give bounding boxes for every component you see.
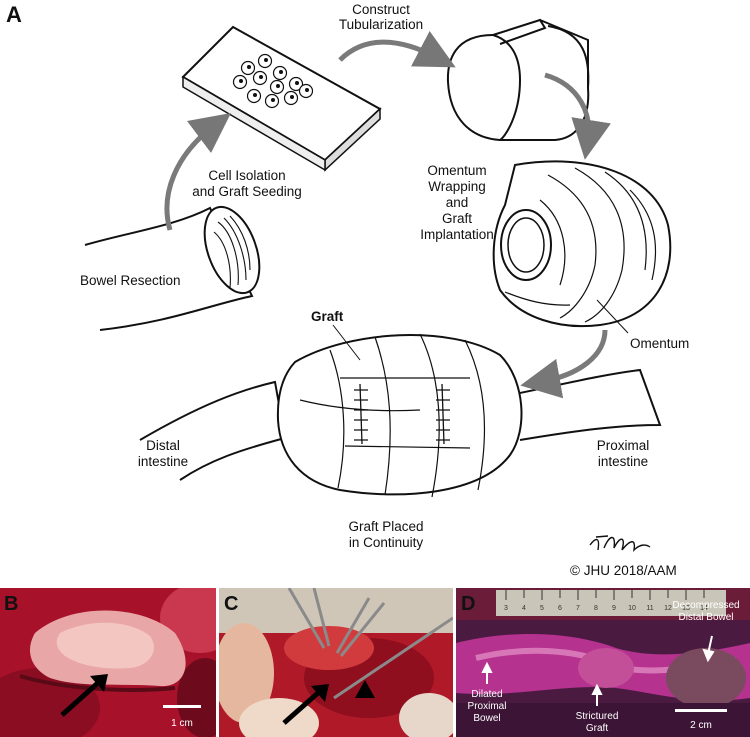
ruler-mark-7: 10 [628,605,636,612]
panel-b-scale-label: 1 cm [171,718,193,729]
arrow-tubularization-to-wrapping [544,72,611,160]
label-decompressed-2: Distal Bowel [678,612,733,623]
label-proximal-2: intestine [598,454,648,469]
ruler-mark-10: 13 [682,605,690,612]
omentum-wrapped-implant [492,160,672,328]
label-dilated-1: Dilated [471,689,502,700]
panel-c-letter: C [224,593,238,615]
label-tubularization: Tubularization [339,17,423,32]
ruler-mark-1: 4 [522,605,526,612]
label-graft-seeding: and Graft Seeding [192,184,302,199]
panel-a-letter: A [6,2,22,27]
ruler-mark-0: 3 [504,605,508,612]
seeded-cells [232,53,314,109]
suture-line-right [436,383,450,445]
graft-in-continuity [139,333,662,498]
ruler-mark-9: 12 [664,605,672,612]
suture-line-left [354,383,368,445]
panel-c-photo: C [219,588,453,737]
forceps [287,588,453,700]
panel-b-photo: 1 cm B [0,588,216,737]
panel-a-schematic: A [6,2,689,578]
ruler-mark-3: 6 [558,605,562,612]
panel-d-photo: 3 4 5 6 7 8 9 10 11 12 13 14 Decompres [456,588,750,737]
resected-bowel [84,205,261,331]
label-cell-isolation: Cell Isolation [208,168,285,183]
label-construct: Construct [352,2,410,17]
copyright-text: © JHU 2018/AAM [570,563,677,578]
label-graft: Graft [311,309,344,324]
graft-leader [332,324,361,361]
label-omentum-wrapping-5: Implantation [420,227,494,242]
label-continuity-1: Graft Placed [348,519,423,534]
label-dilated-3: Bowel [473,713,500,724]
ruler-mark-11: 14 [700,605,708,612]
label-proximal-1: Proximal [597,438,650,453]
arrow-resection-to-seeding [164,112,231,231]
label-continuity-2: in Continuity [349,535,424,550]
label-omentum: Omentum [630,336,689,351]
label-omentum-wrapping-2: Wrapping [428,179,486,194]
ruler: 3 4 5 6 7 8 9 10 11 12 13 14 [496,590,726,616]
artist-signature [589,535,651,553]
panel-d-letter: D [461,593,475,615]
omentum-leader [596,299,629,334]
ruler-mark-6: 9 [612,605,616,612]
ruler-mark-2: 5 [540,605,544,612]
process-arrows [164,30,611,399]
panel-d-arrows [481,635,715,706]
label-distal-2: intestine [138,454,188,469]
ruler-mark-4: 7 [576,605,580,612]
ruler-mark-5: 8 [594,605,598,612]
label-bowel-resection: Bowel Resection [80,273,181,288]
label-decompressed-1: Decompressed [672,600,739,611]
panel-b-letter: B [4,593,18,615]
label-omentum-wrapping-1: Omentum [427,163,486,178]
tubularized-construct [446,18,590,141]
ruler-mark-8: 11 [646,605,653,612]
label-strictured-2: Graft [586,723,608,734]
panel-d-scale-label: 2 cm [690,720,712,731]
label-distal-1: Distal [146,438,180,453]
label-strictured-1: Strictured [576,711,619,722]
graft-sheet [181,25,382,172]
arrow-seeding-to-tubularization [338,30,456,68]
arrow-wrapping-to-continuity [520,329,608,399]
label-omentum-wrapping-4: Graft [442,211,472,226]
label-omentum-wrapping-3: and [446,195,469,210]
label-dilated-2: Proximal [468,701,507,712]
